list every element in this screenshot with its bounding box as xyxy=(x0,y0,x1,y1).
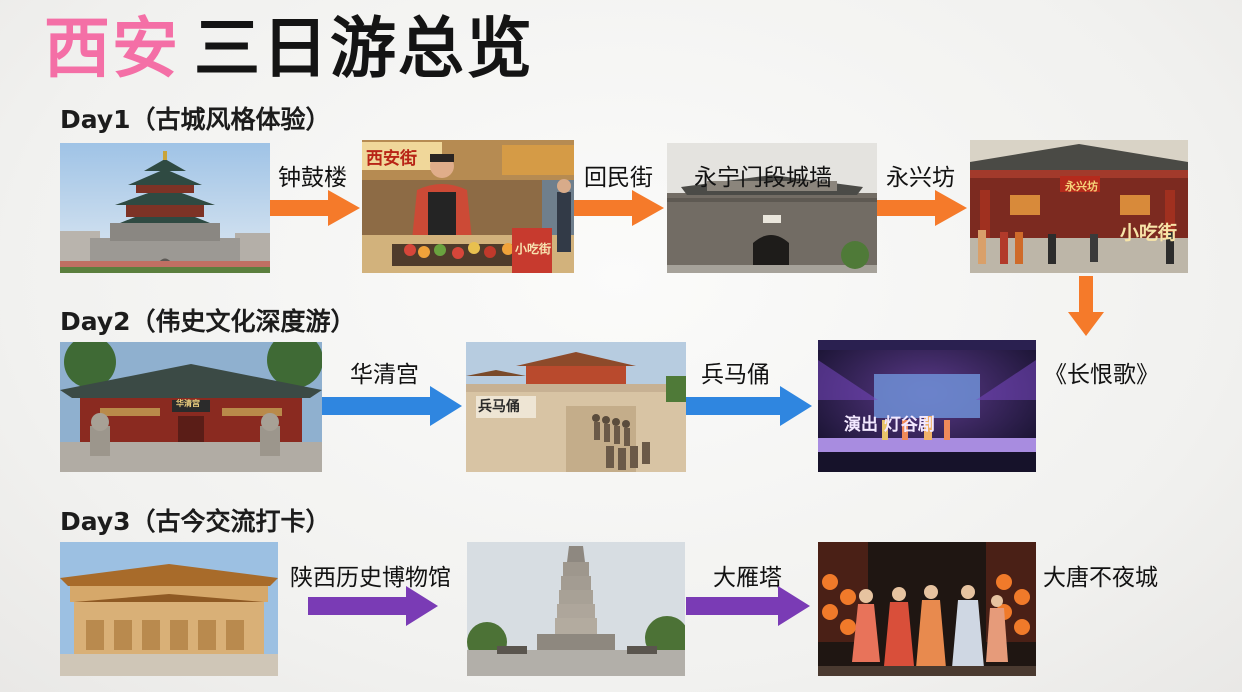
datang-night-photo xyxy=(818,542,1036,676)
stop-label-huiminjie: 回民街 xyxy=(584,165,653,191)
title-city: 西安 xyxy=(44,10,180,87)
arrow-day1-to-day2 xyxy=(1066,276,1106,338)
huiminjie-sign-text: 西安街 xyxy=(366,149,417,169)
day3-heading: Day3（古今交流打卡） xyxy=(60,507,331,536)
dayanta-photo xyxy=(467,542,685,676)
stop-label-bingmayong: 兵马俑 xyxy=(701,362,770,388)
stop-label-datangbuyecheng: 大唐不夜城 xyxy=(1043,565,1158,591)
terracotta-sign-text: 兵马俑 xyxy=(478,399,520,415)
huiminjie-banner-text: 小吃街 xyxy=(515,242,552,256)
arrow-day2-1 xyxy=(322,384,464,428)
arrow-day1-2 xyxy=(574,188,666,228)
yongxingfang-photo: 永兴坊 小吃街 xyxy=(970,140,1188,273)
city-wall-photo xyxy=(667,143,877,273)
shaanxi-museum-photo xyxy=(60,542,278,676)
arrow-day3-1 xyxy=(308,584,440,628)
stop-label-changhenge: 《长恨歌》 xyxy=(1044,362,1159,388)
arrow-day1-3 xyxy=(877,188,969,228)
arrow-day2-2 xyxy=(686,384,814,428)
huaqing-plaque-text: 华清宫 xyxy=(176,399,200,408)
yongxingfang-banner-text: 小吃街 xyxy=(1120,222,1178,244)
huiminjie-photo: 西安街 小吃街 xyxy=(362,140,574,273)
stop-label-yongxingfang: 永兴坊 xyxy=(886,165,955,191)
page-title: 西安三日游总览 xyxy=(44,4,534,94)
terracotta-photo: 兵马俑 xyxy=(466,342,686,472)
stop-label-yongningmen: 永宁门段城墙 xyxy=(694,165,832,191)
stop-label-museum: 陕西历史博物馆 xyxy=(290,565,451,591)
huaqing-palace-photo: 华清宫 xyxy=(60,342,322,472)
show-text: 演出 灯谷剧 xyxy=(844,415,935,435)
day1-heading: Day1（古城风格体验） xyxy=(60,105,331,134)
day2-heading: Day2（伟史文化深度游） xyxy=(60,307,356,336)
arrow-day1-1 xyxy=(270,188,362,228)
arrow-day3-2 xyxy=(686,584,812,628)
bell-tower-photo xyxy=(60,143,270,273)
title-main: 三日游总览 xyxy=(194,10,534,87)
changhenge-show-photo: 演出 灯谷剧 xyxy=(818,340,1036,472)
stop-label-zhonggulou: 钟鼓楼 xyxy=(278,165,347,191)
stop-label-huaqinggong: 华清宫 xyxy=(350,362,419,388)
yongxingfang-sign-text: 永兴坊 xyxy=(1065,180,1098,193)
stop-label-dayanta: 大雁塔 xyxy=(713,565,782,591)
